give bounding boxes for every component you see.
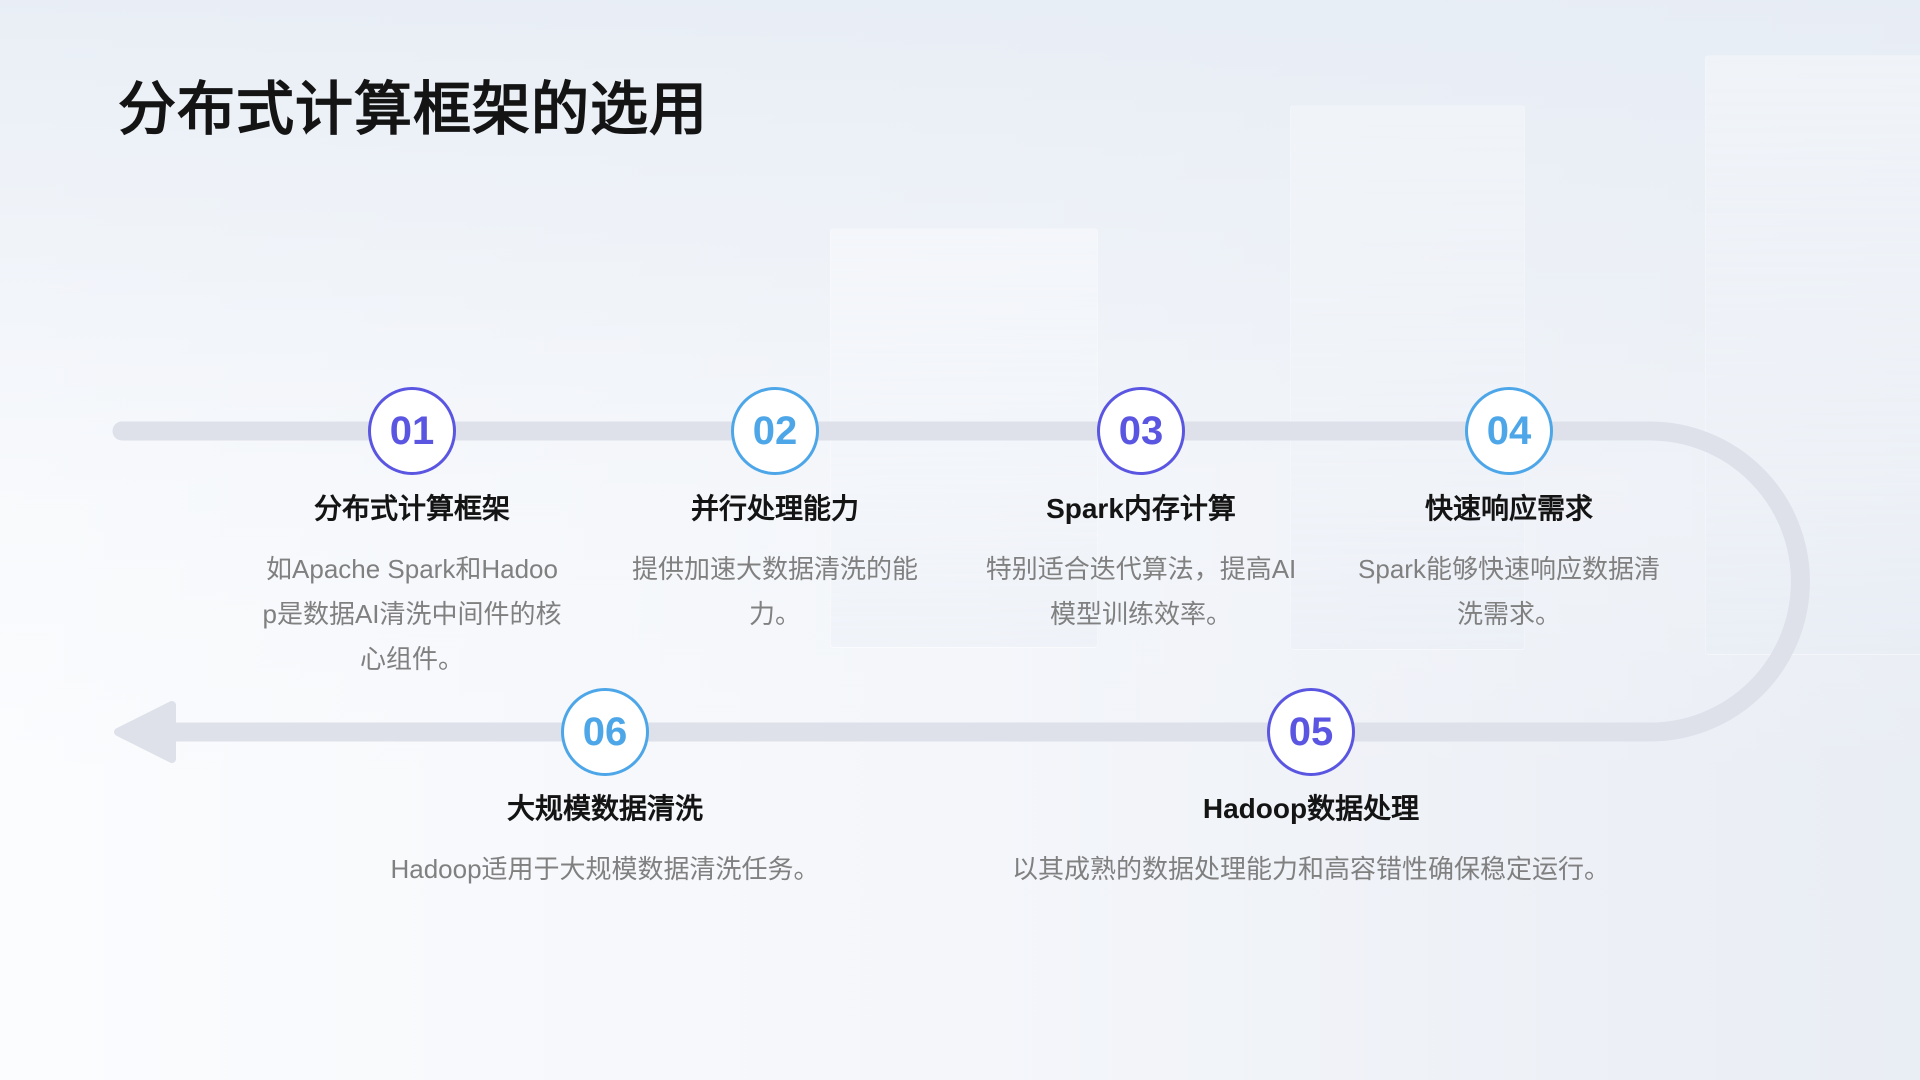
step-01-desc: 如Apache Spark和Hadoo p是数据AI清洗中间件的核 心组件。 [262,554,562,674]
step-02-desc: 提供加速大数据清洗的能 力。 [631,554,918,629]
step-03-text: Spark内存计算 特别适合迭代算法，提高AI 模型训练效率。 [961,492,1321,637]
step-02-text: 并行处理能力 提供加速大数据清洗的能 力。 [595,492,955,637]
step-04-text: 快速响应需求 Spark能够快速响应数据清 洗需求。 [1329,492,1689,637]
step-01-badge: 01 [368,387,456,475]
step-04-number: 04 [1486,409,1532,453]
step-04-badge: 04 [1465,387,1553,475]
step-05-desc: 以其成熟的数据处理能力和高容错性确保稳定运行。 [1011,854,1610,884]
step-05-badge: 05 [1267,688,1355,776]
step-01-text: 分布式计算框架 如Apache Spark和Hadoo p是数据AI清洗中间件的… [232,492,592,682]
timeline-arrowhead-icon [114,701,176,763]
step-01-number: 01 [389,409,435,453]
step-06-badge: 06 [561,688,649,776]
step-05-text: Hadoop数据处理 以其成熟的数据处理能力和高容错性确保稳定运行。 [991,792,1631,892]
step-02-title: 并行处理能力 [690,493,859,524]
step-06-number: 06 [582,710,628,754]
step-06-text: 大规模数据清洗 Hadoop适用于大规模数据清洗任务。 [305,792,905,892]
step-02-badge: 02 [731,387,819,475]
step-03-badge: 03 [1097,387,1185,475]
page-title: 分布式计算框架的选用 [118,77,709,142]
background-building-shape [1705,55,1920,655]
step-05-title: Hadoop数据处理 [1202,793,1420,824]
timeline-path [112,421,1810,742]
step-01-title: 分布式计算框架 [313,493,510,524]
step-04-title: 快速响应需求 [1424,493,1593,524]
step-06-desc: Hadoop适用于大规模数据清洗任务。 [390,854,820,884]
step-03-number: 03 [1118,409,1164,453]
step-06-title: 大规模数据清洗 [506,793,703,824]
background-building-shape [1290,105,1525,650]
step-03-title: Spark内存计算 [1046,493,1236,524]
step-03-desc: 特别适合迭代算法，提高AI 模型训练效率。 [985,554,1297,629]
step-05-number: 05 [1288,710,1334,754]
step-02-number: 02 [752,409,798,453]
step-04-desc: Spark能够快速响应数据清 洗需求。 [1358,554,1660,629]
